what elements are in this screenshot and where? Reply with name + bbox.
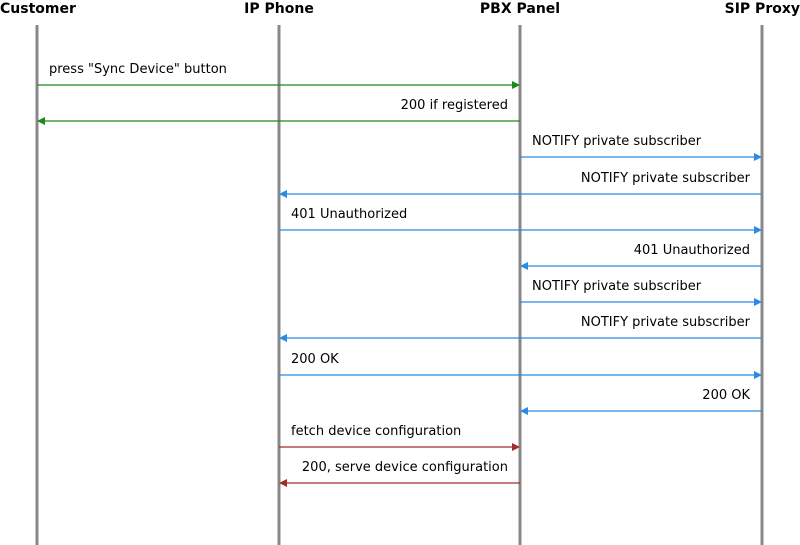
message-9: 200 OK [279,352,762,379]
arrowhead [512,81,520,89]
arrowhead [279,334,287,342]
arrowhead [754,298,762,306]
actor-pbx: PBX Panel [480,1,560,17]
arrowhead [520,407,528,415]
message-12: 200, serve device configuration [279,460,520,487]
message-8: NOTIFY private subscriber [279,315,762,342]
message-4: NOTIFY private subscriber [279,171,762,198]
message-2: 200 if registered [37,98,520,125]
message-10: 200 OK [520,388,762,415]
message-label: 200 OK [291,352,339,367]
arrowhead [37,117,45,125]
arrowhead [279,479,287,487]
actor-phone: IP Phone [244,1,314,17]
arrowhead [512,443,520,451]
lifelines [35,25,764,545]
message-label: NOTIFY private subscriber [532,279,702,294]
message-6: 401 Unauthorized [520,243,762,270]
message-7: NOTIFY private subscriber [520,279,762,306]
message-label: 401 Unauthorized [634,243,750,258]
message-label: NOTIFY private subscriber [532,134,702,149]
actor-headers: Customer IP Phone PBX Panel SIP Proxy [0,1,800,17]
actor-proxy: SIP Proxy [725,1,800,17]
message-label: 200 if registered [401,98,508,113]
arrowhead [754,371,762,379]
actor-customer: Customer [0,1,76,17]
message-3: NOTIFY private subscriber [520,134,762,161]
message-label: fetch device configuration [291,424,461,439]
arrowhead [520,262,528,270]
message-11: fetch device configuration [279,424,520,451]
message-label: 200, serve device configuration [302,460,508,475]
arrowhead [754,153,762,161]
arrowhead [754,226,762,234]
message-label: NOTIFY private subscriber [581,171,751,186]
message-1: press "Sync Device" button [37,62,520,89]
message-5: 401 Unauthorized [279,207,762,234]
message-label: NOTIFY private subscriber [581,315,751,330]
message-label: 200 OK [702,388,750,403]
arrowhead [279,190,287,198]
message-label: press "Sync Device" button [49,62,227,77]
message-label: 401 Unauthorized [291,207,407,222]
messages: press "Sync Device" button 200 if registe… [37,62,762,487]
